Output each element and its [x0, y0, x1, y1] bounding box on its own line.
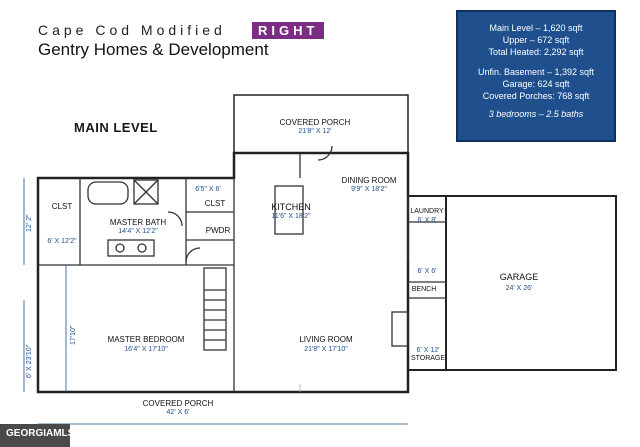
dining-dim: 9'9" X 18'2" [351, 186, 387, 193]
laundry-label: LAUNDRY [410, 208, 444, 215]
master-bath-label: MASTER BATH [109, 218, 167, 227]
storage-label: STORAGE [410, 355, 446, 362]
front-porch-dim: 42' X 6' [166, 409, 190, 416]
plan-name: Cape Cod Modified [38, 22, 226, 38]
kitchen-label: KITCHEN [271, 202, 311, 212]
mid-dim: 17'10" [70, 325, 77, 345]
powder-label: PWDR [205, 226, 231, 235]
hall-dim: 6' X 6' [417, 268, 437, 275]
level-title: MAIN LEVEL [74, 120, 158, 135]
master-bath-dim: 14'4" X 12'2" [118, 228, 158, 235]
mls-watermark: GEORGIAMLS [0, 424, 74, 447]
left-bottom-dim: 6' X 23'10" [26, 344, 33, 378]
closet-left-label: CLST [51, 202, 73, 211]
orientation-badge: RIGHT [252, 22, 325, 39]
main-level-sqft: Main Level – 1,620 sqft [489, 23, 583, 33]
closet-right-label: CLST [204, 199, 226, 208]
closet-left-dim: 6' X 12'2" [47, 238, 77, 245]
closet-right-dim: 6'5" X 6' [195, 186, 221, 193]
total-heated-sqft: Total Heated: 2,292 sqft [488, 47, 584, 57]
master-bed-label: MASTER BEDROOM [107, 335, 185, 344]
left-top-dim: 12' 2" [26, 214, 33, 232]
basement-sqft: Unfin. Basement – 1,392 sqft [477, 67, 595, 77]
laundry-dim: 6' X 8' [417, 217, 437, 224]
kitchen-dim: 11'6" X 18'2" [271, 213, 311, 220]
upper-sqft: Upper – 672 sqft [502, 35, 570, 45]
bench-label: BENCH [411, 286, 437, 293]
beds-baths: 3 bedrooms – 2.5 baths [488, 109, 584, 119]
builder-name: Gentry Homes & Development [38, 40, 269, 59]
front-porch-label: COVERED PORCH [142, 399, 214, 408]
rear-porch-dim: 21'8" X 12' [298, 128, 332, 135]
master-bed-dim: 16'4" X 17'10" [124, 346, 168, 353]
garage-dim: 24' X 26' [505, 285, 533, 292]
storage-dim: 6' X 12' [416, 347, 440, 354]
porches-sqft: Covered Porches: 768 sqft [482, 91, 590, 101]
living-label: LIVING ROOM [299, 335, 353, 344]
garage-sqft: Garage: 624 sqft [502, 79, 570, 89]
dining-label: DINING ROOM [341, 176, 397, 185]
living-dim: 21'8" X 17'10" [304, 346, 348, 353]
garage-label: GARAGE [499, 272, 539, 282]
summary-box: Main Level – 1,620 sqft Upper – 672 sqft… [456, 10, 616, 142]
rear-porch-label: COVERED PORCH [279, 118, 351, 127]
